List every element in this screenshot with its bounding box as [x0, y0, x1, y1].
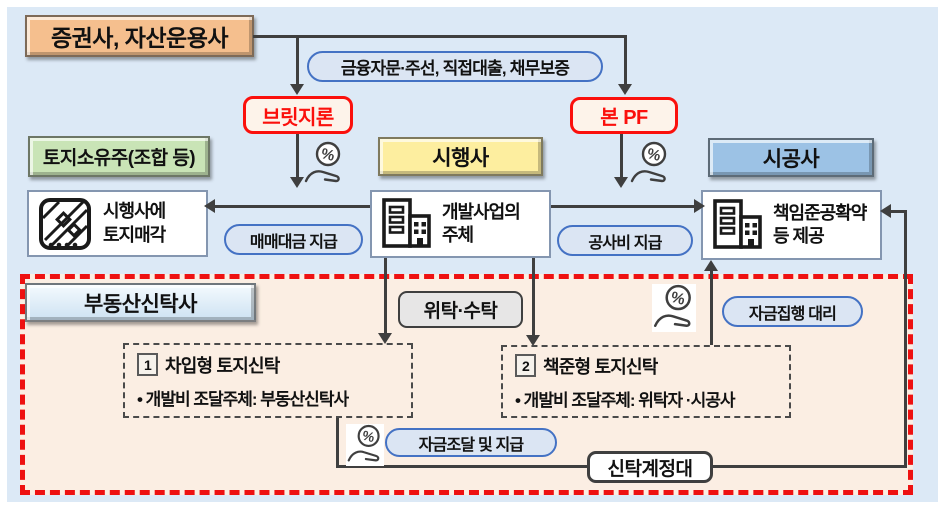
- funding-into-completion-arrowhead: [880, 204, 891, 218]
- trust-type1-desc: • 개발비 조달주체: 부동산신탁사: [137, 389, 349, 409]
- svg-text:%: %: [645, 145, 662, 165]
- bridge-branch-line: [296, 35, 299, 84]
- funding-down-line: [336, 418, 339, 468]
- land-sale-label-line1: 시행사에: [103, 201, 166, 222]
- funding-pill: 자금조달 및 지급: [385, 428, 557, 457]
- land-payment-line: [214, 205, 370, 208]
- completion-guarantee-label-line2: 등 제공: [773, 226, 825, 246]
- entrust-arrowhead-right: [526, 335, 540, 346]
- trust-account-box: 신탁계정대: [587, 451, 713, 483]
- funding-up-line: [904, 210, 907, 468]
- developer-box: 시행사: [378, 137, 543, 176]
- main-pf-label: 본 PF: [600, 107, 648, 129]
- entrust-box: 위탁·수탁: [398, 291, 523, 328]
- svg-text:%: %: [361, 428, 376, 445]
- trust-type1-number-badge: 1: [137, 353, 158, 376]
- execution-line: [710, 270, 713, 345]
- bridge-to-developer-line: [296, 134, 299, 178]
- entrust-arrowhead-left: [378, 333, 392, 344]
- fund-execution-pill: 자금집행 대리: [722, 296, 863, 327]
- pf-to-developer-line: [620, 134, 623, 178]
- trust-type2-box: 2 책준형 토지신탁 • 개발비 조달주체: 위탁자 ·시공사: [501, 345, 791, 418]
- construction-payment-label: 공사비 지급: [588, 234, 662, 252]
- money-percent-hand-icon: %: [346, 424, 384, 466]
- execution-arrowhead: [704, 260, 718, 271]
- bridge-loan-box: 브릿지론: [243, 96, 353, 134]
- svg-text:%: %: [319, 145, 336, 165]
- financial-advisory-pill: 금융자문·주선, 직접대출, 채무보증: [307, 51, 603, 82]
- money-percent-hand-icon: %: [652, 284, 696, 332]
- land-payment-pill: 매매대금 지급: [224, 224, 363, 255]
- entrust-line-right: [532, 258, 535, 337]
- pf-to-developer-arrowhead: [614, 177, 628, 188]
- funding-into-completion-line: [890, 210, 906, 213]
- trust-account-label: 신탁계정대: [607, 458, 693, 480]
- money-percent-hand-icon: %: [304, 141, 341, 183]
- construction-payment-line: [551, 205, 695, 208]
- buildings-icon: [713, 199, 762, 249]
- completion-guarantee-label-line1: 책임준공확약: [773, 202, 867, 223]
- trust-company-box: 부동산신탁사: [25, 283, 256, 322]
- pf-branch-arrowhead: [618, 84, 632, 95]
- landowner-box: 토지소유주(조합 등): [28, 136, 210, 177]
- developer-label: 시행사: [432, 146, 489, 170]
- fund-execution-label: 자금집행 대리: [748, 305, 837, 323]
- trust-type1-title: 차입형 토지신탁: [165, 355, 280, 376]
- bridge-loan-label: 브릿지론: [262, 106, 334, 129]
- securities-company-label: 증권사, 자산운용사: [50, 25, 229, 51]
- landowner-label: 토지소유주(조합 등): [42, 148, 196, 169]
- entrust-label: 위탁·수탁: [423, 301, 498, 322]
- land-payment-label: 매매대금 지급: [249, 233, 338, 251]
- land-sale-box: 시행사에 토지매각: [27, 190, 208, 257]
- pf-branch-line: [624, 35, 627, 84]
- development-subject-label-line2: 주체: [442, 225, 474, 245]
- development-subject-box: 개발사업의 주체: [370, 190, 551, 258]
- construction-payment-arrowhead: [694, 199, 705, 213]
- trust-type2-desc: • 개발비 조달주체: 위탁자 ·시공사: [515, 390, 736, 410]
- trust-type2-number-badge: 2: [515, 354, 536, 377]
- constructor-box: 시공사: [708, 138, 874, 177]
- financial-advisory-label: 금융자문·주선, 직접대출, 채무보증: [340, 59, 570, 78]
- constructor-label: 시공사: [762, 147, 820, 171]
- bridge-branch-arrowhead: [290, 84, 304, 95]
- svg-text:%: %: [669, 289, 687, 309]
- land-map-icon: [39, 197, 91, 250]
- trust-type2-title: 책준형 토지신탁: [543, 356, 658, 377]
- land-payment-arrowhead: [204, 199, 215, 213]
- trust-type1-box: 1 차입형 토지신탁 • 개발비 조달주체: 부동산신탁사: [123, 343, 413, 418]
- money-percent-hand-icon: %: [630, 141, 667, 183]
- bridge-to-developer-arrowhead: [290, 177, 304, 188]
- land-sale-label-line2: 토지매각: [103, 224, 166, 245]
- main-pf-box: 본 PF: [570, 97, 678, 134]
- buildings-icon: [382, 198, 431, 248]
- securities-company-box: 증권사, 자산운용사: [25, 15, 254, 57]
- development-subject-label-line1: 개발사업의: [442, 201, 521, 222]
- funding-label: 자금조달 및 지급: [418, 436, 525, 454]
- trust-company-label: 부동산신탁사: [84, 292, 197, 316]
- top-connector-line: [253, 35, 627, 38]
- entrust-line-left: [384, 258, 387, 335]
- completion-guarantee-box: 책임준공확약 등 제공: [701, 190, 882, 260]
- construction-payment-pill: 공사비 지급: [557, 225, 693, 256]
